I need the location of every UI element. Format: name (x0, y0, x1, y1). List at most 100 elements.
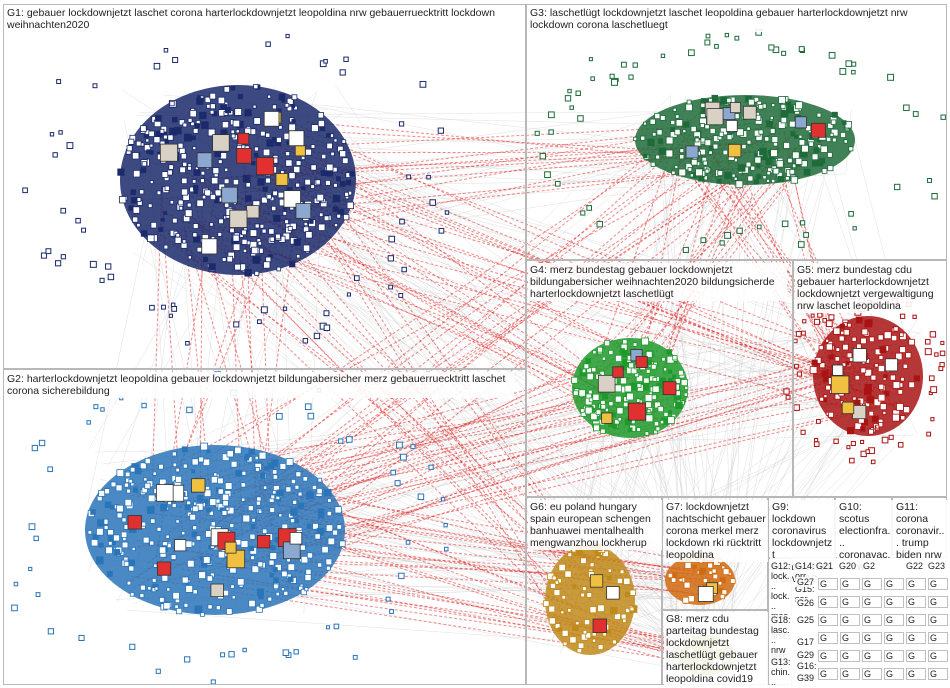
node (663, 411, 669, 417)
edge-inter-group (243, 141, 875, 398)
node (437, 127, 444, 134)
node (235, 129, 240, 134)
node (562, 641, 568, 647)
node (282, 306, 288, 311)
node (296, 254, 301, 259)
node (398, 572, 405, 580)
node (700, 137, 706, 143)
node (282, 211, 287, 216)
node (590, 412, 598, 421)
node (221, 121, 230, 129)
edge-inter-group (304, 536, 705, 666)
node (938, 366, 944, 372)
node (203, 498, 209, 504)
node (285, 159, 293, 167)
node-avatar (592, 618, 608, 633)
node (843, 139, 848, 144)
node (181, 531, 186, 536)
node (341, 139, 347, 144)
node (908, 338, 915, 346)
node (237, 94, 243, 100)
node (129, 466, 136, 473)
edge (183, 267, 201, 476)
node (841, 120, 847, 125)
node (588, 389, 593, 395)
node (325, 524, 334, 532)
node (240, 482, 246, 488)
node (240, 540, 249, 548)
node (103, 488, 111, 495)
node (590, 76, 595, 81)
node (790, 176, 799, 184)
node (776, 160, 784, 168)
node (175, 607, 183, 615)
node-avatar (725, 120, 738, 132)
node (175, 519, 180, 524)
edge-inter-group (608, 147, 798, 405)
node (800, 429, 806, 435)
node (707, 562, 714, 569)
node (132, 216, 139, 223)
node (253, 152, 259, 158)
edge-inter-group (147, 112, 701, 564)
node (685, 103, 693, 112)
node (609, 606, 618, 615)
node (123, 561, 130, 567)
edge (268, 350, 906, 537)
node (215, 498, 221, 504)
node (191, 458, 199, 466)
tiny-group-cell: G (884, 632, 904, 644)
node (645, 414, 654, 423)
edge-inter-group (294, 127, 699, 491)
node (661, 357, 666, 362)
node (819, 362, 826, 369)
node (700, 237, 707, 244)
node-avatar (606, 586, 620, 600)
node (849, 457, 855, 464)
node (294, 484, 300, 490)
node (253, 83, 259, 90)
node (292, 499, 298, 505)
group-label-g1: G1: gebauer lockdownjetzt laschet corona… (5, 6, 509, 32)
node (278, 513, 283, 518)
node (170, 554, 177, 560)
group-label-g39: G39 (796, 673, 818, 683)
edge (239, 400, 913, 512)
node (866, 396, 874, 404)
node (169, 200, 174, 205)
edge-inter-group (221, 139, 766, 516)
edge-inter-group (267, 361, 894, 551)
node (233, 321, 240, 328)
node (86, 420, 91, 425)
node (655, 426, 661, 432)
node (155, 115, 162, 122)
node (668, 410, 673, 415)
node (60, 207, 67, 214)
node (902, 363, 908, 369)
node (865, 449, 871, 454)
node (251, 518, 256, 523)
node (745, 161, 752, 168)
node (266, 194, 272, 200)
node (341, 157, 349, 164)
node (210, 521, 216, 527)
node (889, 374, 896, 381)
node (262, 186, 268, 192)
node (388, 235, 396, 243)
node (311, 124, 319, 132)
node (149, 304, 155, 311)
node-avatar (727, 143, 742, 158)
cluster-g2 (11, 371, 449, 685)
node (254, 270, 260, 276)
node (159, 128, 165, 134)
node (868, 428, 874, 435)
node-avatar (275, 173, 289, 186)
node (181, 446, 188, 453)
node (47, 466, 53, 473)
node (699, 567, 706, 574)
node (649, 118, 656, 125)
node (181, 177, 188, 185)
node (539, 152, 546, 160)
node (180, 153, 187, 160)
node (235, 470, 242, 477)
